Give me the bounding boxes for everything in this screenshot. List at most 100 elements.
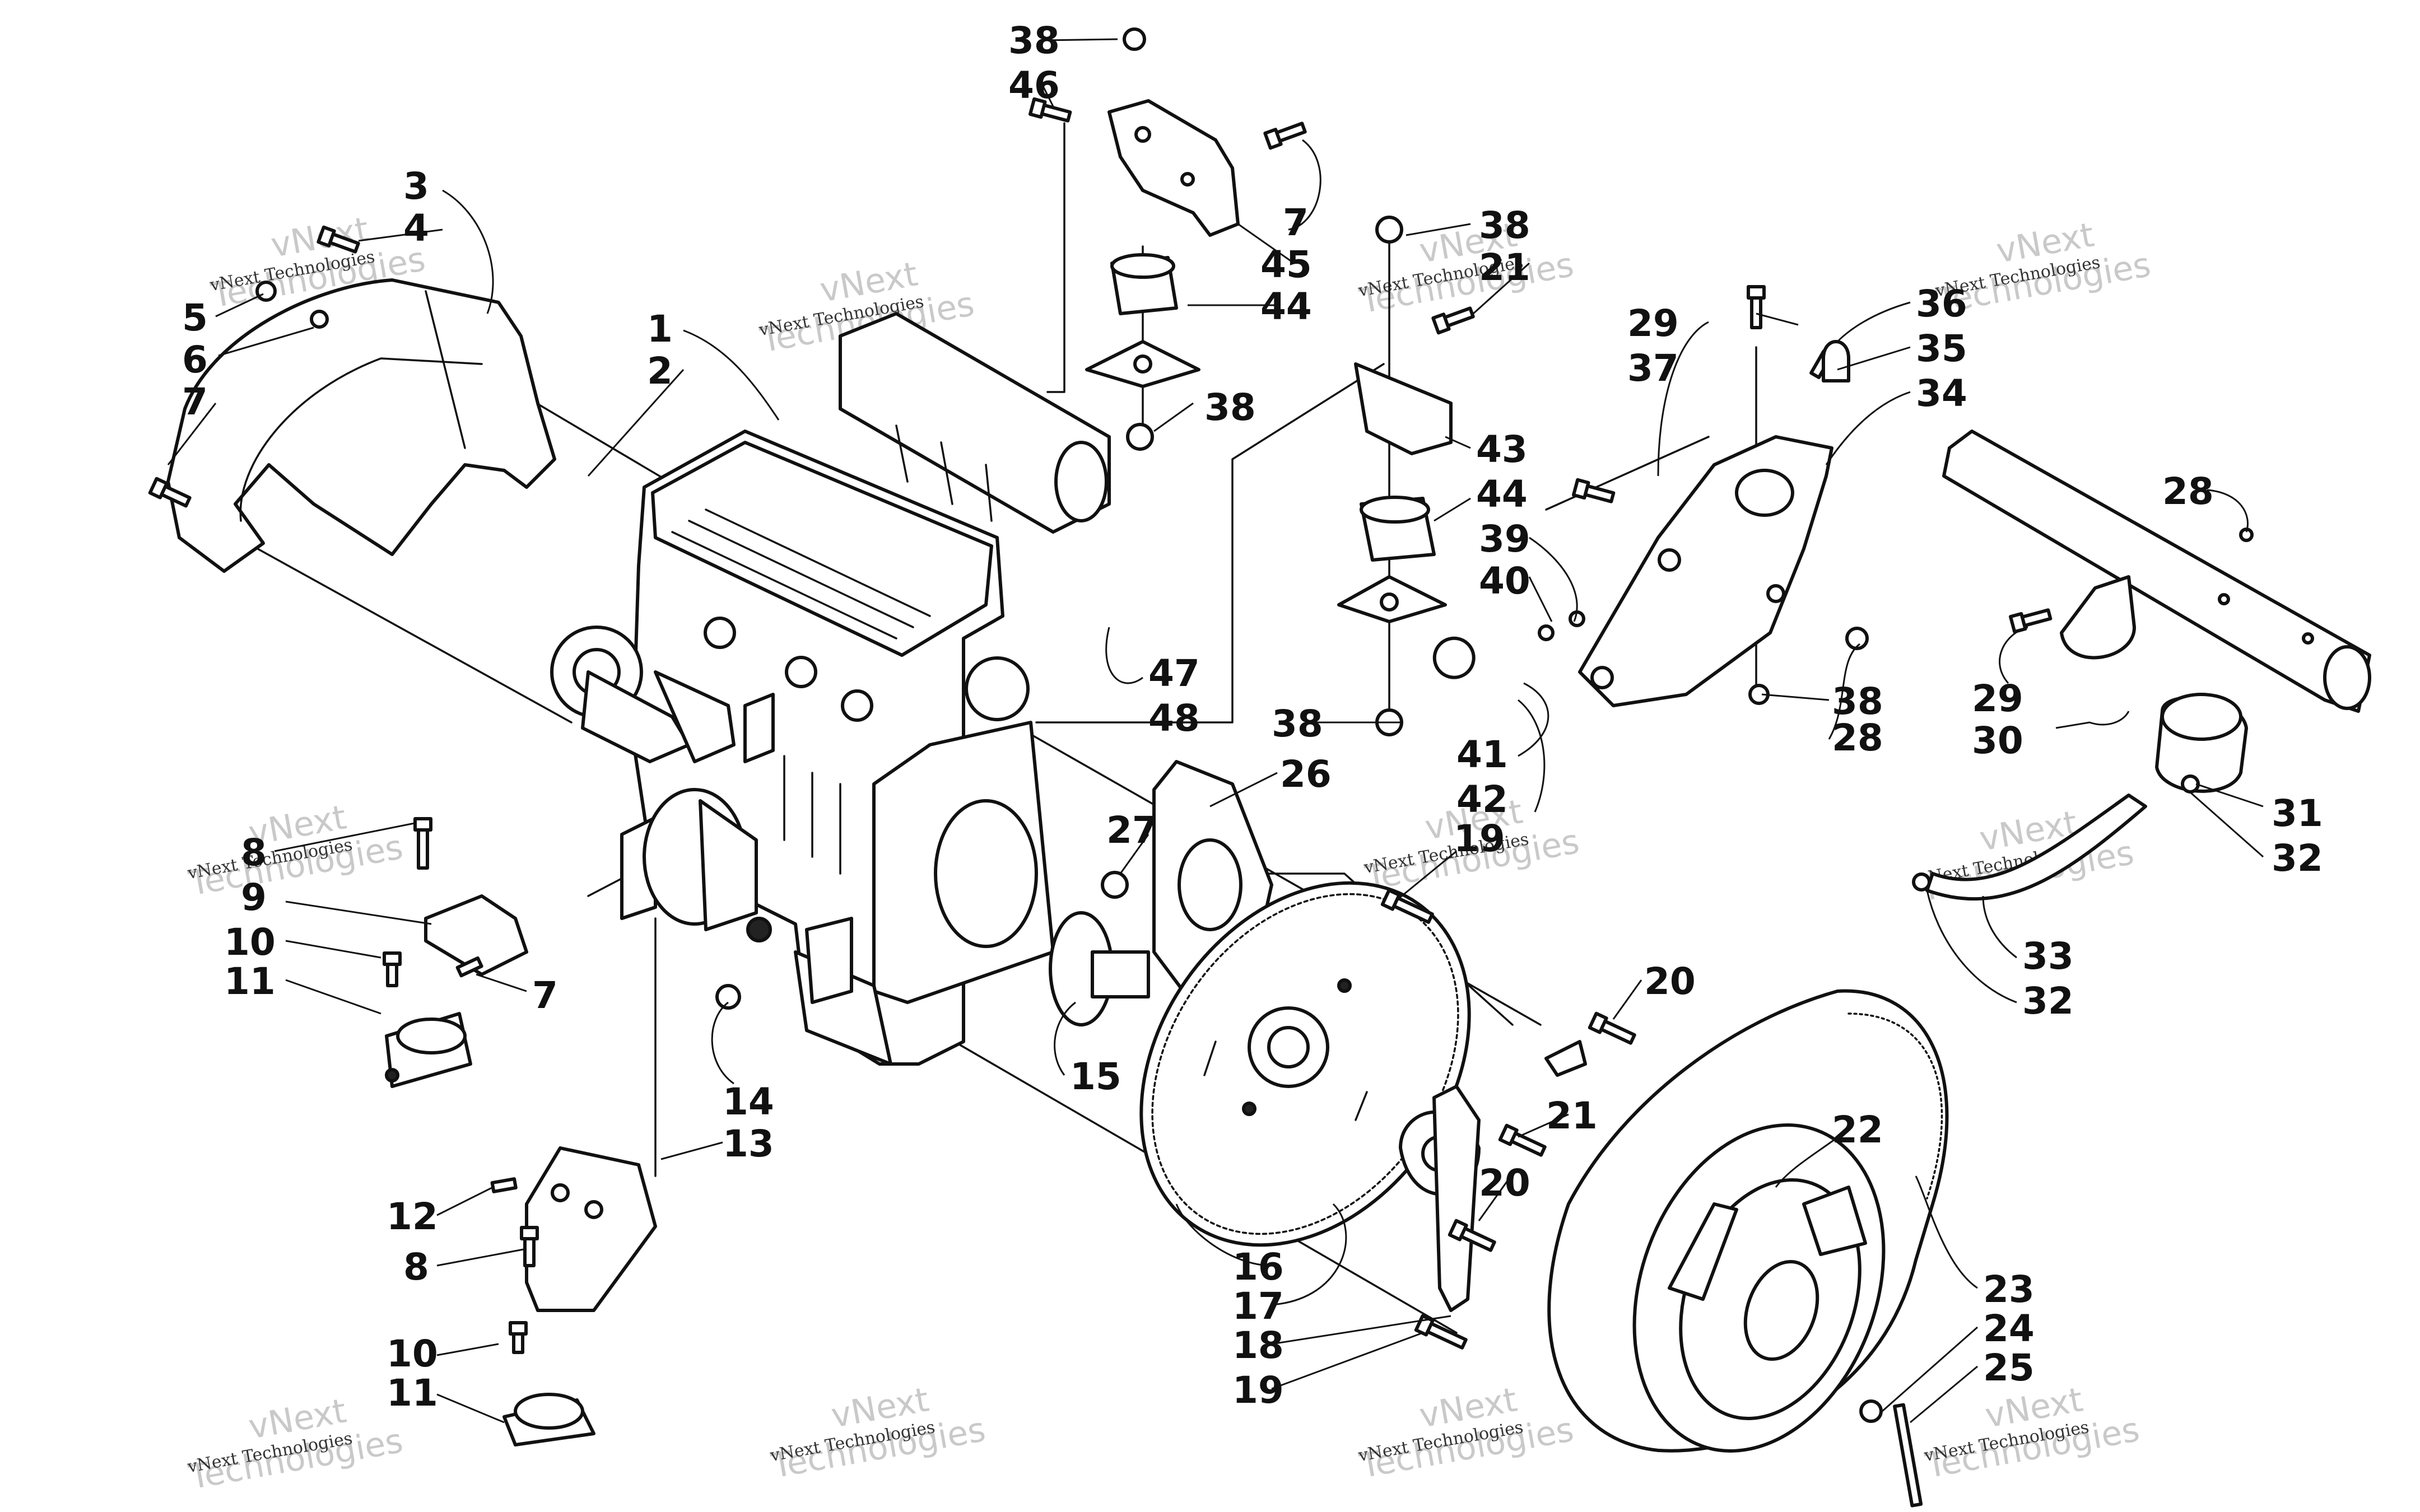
part-label-21: 21	[1546, 1094, 1598, 1137]
bolt	[509, 1321, 528, 1354]
part-label-15: 15	[1070, 1055, 1121, 1098]
part-label-7: 7	[182, 380, 208, 423]
clamp	[2181, 774, 2200, 794]
watermark-bottom-center: Technologies vNext vNext Technologies	[768, 1380, 988, 1486]
cap	[1822, 340, 1850, 382]
part-label-44: 44	[1476, 473, 1528, 516]
part-label-12: 12	[387, 1195, 438, 1238]
nut	[715, 984, 741, 1010]
flywheel	[1139, 881, 1471, 1247]
part-label-38: 38	[1204, 386, 1256, 429]
part-label-38: 38	[1832, 680, 1883, 723]
bolt	[148, 477, 192, 508]
part-label-38: 38	[1008, 19, 1060, 62]
part-label-40: 40	[1479, 559, 1530, 603]
part-label-8: 8	[403, 1245, 429, 1289]
assembly-line	[257, 548, 573, 724]
drive-hub	[1049, 911, 1150, 1026]
part-label-2: 2	[647, 349, 673, 393]
part-label-28: 28	[2162, 470, 2214, 513]
bolt	[383, 951, 402, 987]
bolt	[455, 956, 483, 978]
part-label-17: 17	[1232, 1285, 1284, 1328]
bolt	[1498, 1123, 1547, 1157]
left-engine-mount-upper	[385, 894, 528, 1088]
part-label-19: 19	[1454, 817, 1505, 860]
part-label-46: 46	[1008, 64, 1060, 107]
bolt	[1414, 1314, 1468, 1350]
part-label-48: 48	[1148, 697, 1200, 740]
nut	[1123, 27, 1146, 51]
part-label-33: 33	[2022, 935, 2074, 978]
part-label-43: 43	[1476, 428, 1528, 471]
part-label-6: 6	[182, 338, 208, 381]
bolt	[490, 1177, 518, 1193]
left-engine-mount-lower	[502, 1146, 657, 1446]
part-label-14: 14	[723, 1080, 774, 1123]
part-label-10: 10	[224, 921, 276, 964]
part-label-30: 30	[1972, 719, 2023, 762]
starter-motor	[620, 788, 772, 942]
part-labels: 38 46 7 45 44 38 3 4 5 6 7 1 2 38 21 43 …	[182, 19, 2323, 1415]
part-label-16: 16	[1232, 1245, 1284, 1289]
upper-mount-bracket	[1085, 99, 1240, 451]
part-label-44: 44	[1260, 285, 1312, 328]
part-label-29: 29	[1627, 302, 1679, 345]
bolt	[1588, 1011, 1636, 1045]
part-label-27: 27	[1106, 809, 1158, 852]
part-label-45: 45	[1260, 243, 1312, 286]
bolt	[1448, 1219, 1496, 1252]
part-label-3: 3	[403, 165, 429, 208]
assembly-line	[1035, 363, 1385, 724]
leader-lines	[167, 38, 2264, 1424]
engine-block	[550, 312, 1111, 1066]
front-mount-bracket	[1337, 216, 1453, 736]
washer	[310, 310, 329, 329]
part-label-28: 28	[1832, 716, 1883, 759]
bolt	[1028, 97, 1072, 123]
part-label-8: 8	[241, 831, 267, 874]
fasteners	[148, 27, 2254, 1508]
part-label-7: 7	[532, 974, 558, 1017]
part-label-11: 11	[224, 960, 276, 1003]
mount-bracket-18	[1399, 1040, 1587, 1312]
part-label-36: 36	[1916, 282, 1967, 325]
part-label-11: 11	[387, 1371, 438, 1415]
bolt	[520, 1226, 539, 1267]
part-label-22: 22	[1832, 1108, 1883, 1151]
bolt	[1263, 122, 1307, 150]
part-label-47: 47	[1148, 652, 1200, 695]
clamp	[1912, 872, 1931, 892]
nut	[255, 281, 277, 302]
part-label-32: 32	[2272, 837, 2323, 880]
part-label-38: 38	[1479, 204, 1530, 247]
part-label-10: 10	[387, 1332, 438, 1375]
part-label-7: 7	[1283, 201, 1309, 244]
nut	[1845, 627, 1869, 650]
part-label-38: 38	[1272, 702, 1323, 745]
part-label-13: 13	[723, 1122, 774, 1165]
watermark-bottom-mid: Technologies vNext vNext Technologies	[1356, 1380, 1576, 1486]
part-label-20: 20	[1644, 960, 1696, 1003]
bolt	[1431, 306, 1475, 335]
jackshaft	[1925, 430, 2371, 901]
primary-clutch	[1632, 1123, 1886, 1453]
bolt	[1571, 478, 1616, 503]
washer	[1538, 624, 1555, 641]
part-label-23: 23	[1983, 1268, 2035, 1311]
part-label-34: 34	[1916, 372, 1967, 415]
part-label-42: 42	[1456, 778, 1508, 821]
part-label-19: 19	[1232, 1369, 1284, 1412]
part-label-18: 18	[1232, 1324, 1284, 1367]
part-label-32: 32	[2022, 979, 2074, 1023]
part-label-29: 29	[1972, 677, 2023, 720]
bolt	[2008, 608, 2053, 634]
part-label-4: 4	[403, 207, 429, 250]
part-label-24: 24	[1983, 1307, 2035, 1350]
watermark-mid-left: Technologies vNext vNext Technologies	[185, 798, 406, 904]
part-label-35: 35	[1916, 327, 1967, 370]
assembly-line	[1545, 436, 1710, 511]
bolt	[1747, 285, 1766, 329]
drive-belt-guard	[166, 278, 556, 573]
